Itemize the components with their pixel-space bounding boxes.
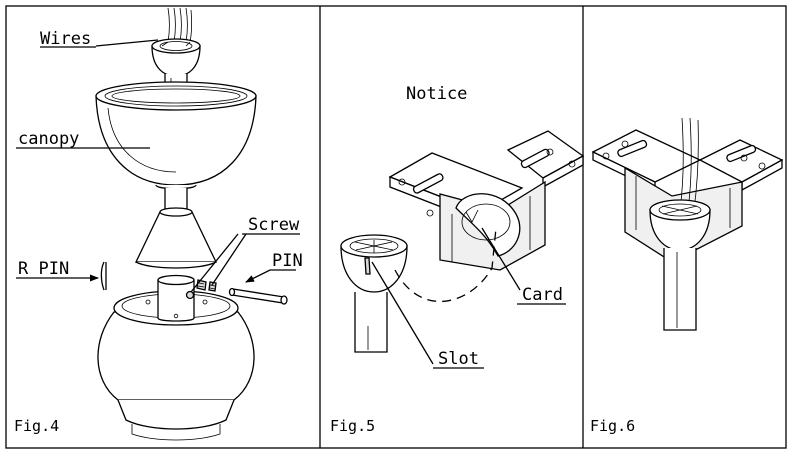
label-notice: Notice: [406, 84, 467, 104]
fig4-ball-mount: [151, 38, 201, 77]
label-r-pin: R PIN: [18, 259, 69, 279]
fig4-panel: Wires canopy Screw R PIN PIN Fig.4: [14, 7, 303, 441]
fig6-downrod: [663, 248, 697, 331]
fig4-pin-part: [228, 287, 288, 305]
fig6-panel: Fig.6: [590, 117, 784, 435]
label-slot: Slot: [438, 349, 479, 369]
fig5-panel: Notice: [330, 84, 585, 435]
card-leader: [481, 227, 521, 291]
screw-leader-1: [190, 233, 239, 293]
fig4-r-pin-part: [100, 261, 107, 291]
fig4-canopy: [95, 81, 257, 190]
screw-leader-2: [211, 233, 247, 286]
fig5-ball-and-downrod: [340, 234, 408, 353]
fig6-ball-seated: [649, 199, 711, 251]
caption-fig5: Fig.5: [330, 417, 375, 435]
fig5-slot: [364, 257, 371, 275]
outer-frame: [5, 5, 787, 449]
caption-fig6: Fig.6: [590, 417, 635, 435]
fig4-motor-housing: [97, 274, 255, 441]
label-card: Card: [522, 285, 563, 305]
fig5-hanger-bracket: [388, 130, 585, 271]
caption-fig4: Fig.4: [14, 417, 59, 435]
fig5-dashed-path: [394, 227, 497, 303]
wires-leader: [95, 39, 159, 47]
label-canopy: canopy: [18, 129, 79, 149]
fig4-pin-hole: [185, 290, 195, 300]
pin-arrow: [245, 269, 296, 283]
label-pin: PIN: [272, 251, 303, 271]
fig4-wires-drawing: [167, 7, 193, 43]
label-screw: Screw: [248, 215, 300, 235]
label-wires: Wires: [40, 29, 91, 49]
slot-leader: [371, 261, 434, 365]
fig4-coupling-cover: [134, 207, 218, 269]
